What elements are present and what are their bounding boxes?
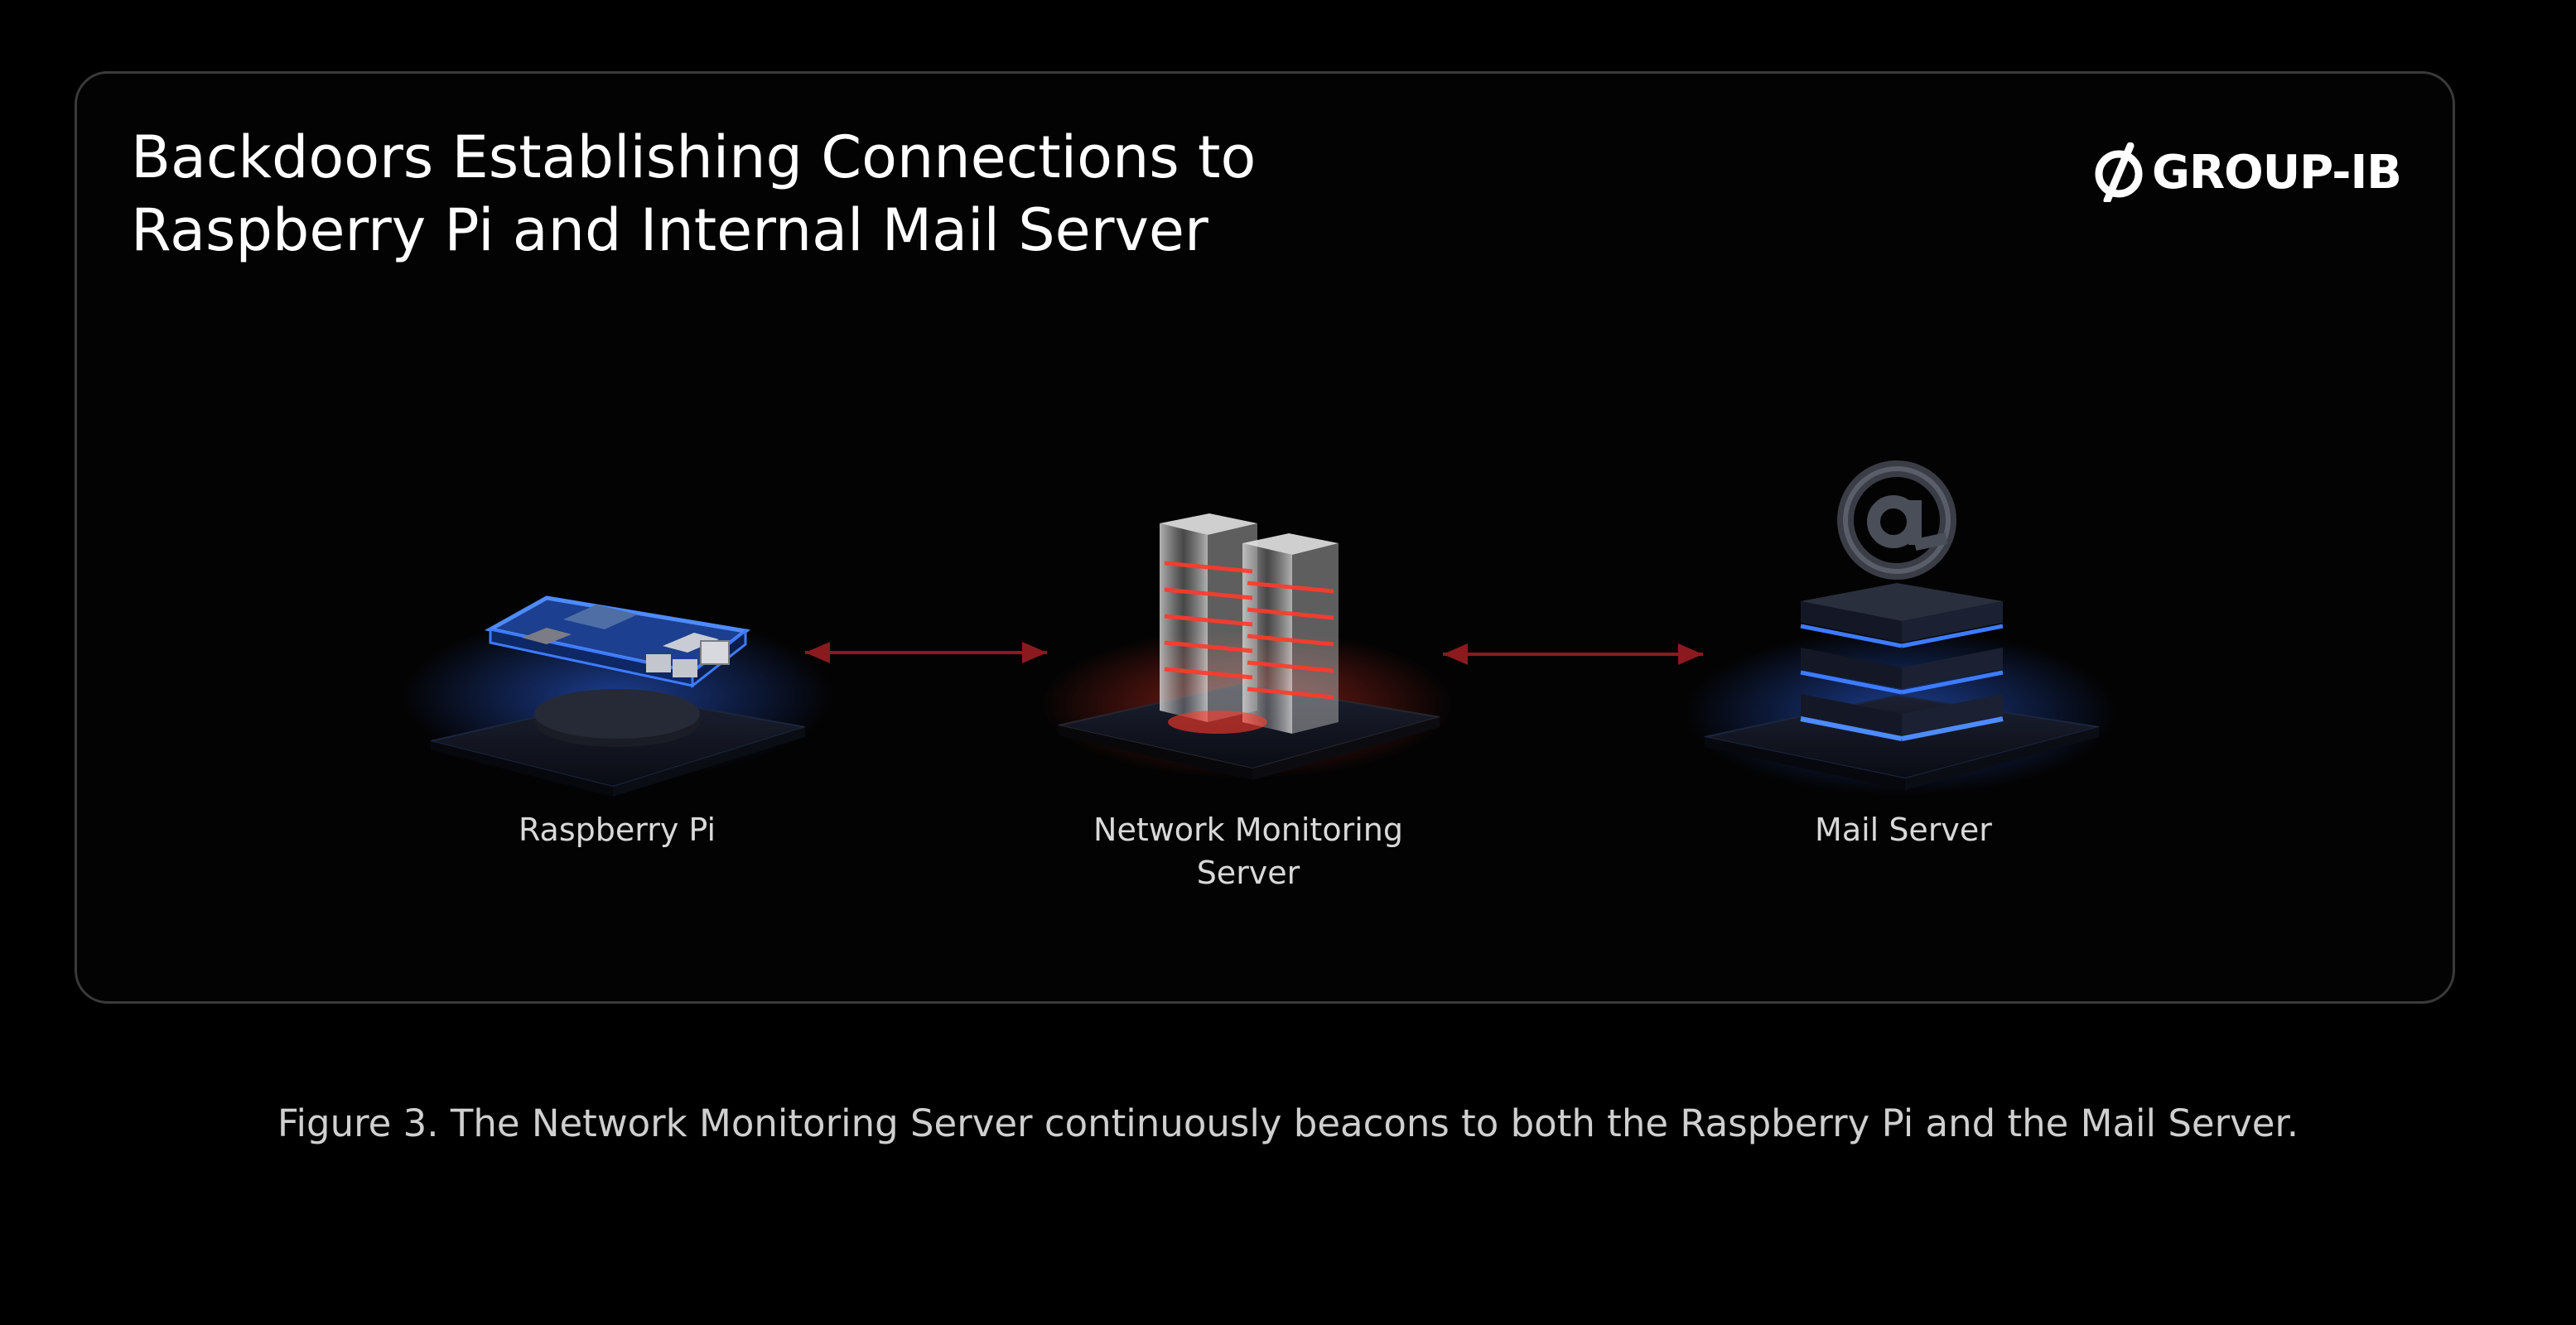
network-monitoring-label-line-2: Server: [1196, 855, 1300, 891]
group-ib-logo: GROUP-IB: [2092, 139, 2402, 205]
network-monitoring-server-label: Network Monitoring Server: [1033, 808, 1464, 894]
title-line-2: Raspberry Pi and Internal Mail Server: [131, 196, 1208, 264]
raspberry-pi-board-icon: [402, 595, 832, 797]
raspberry-pi-label: Raspberry Pi: [518, 812, 716, 848]
network-monitoring-label-line-1: Network Monitoring: [1093, 812, 1403, 848]
title-line-1: Backdoors Establishing Connections to: [131, 123, 1257, 191]
page-title: Backdoors Establishing Connections to Ra…: [131, 121, 1539, 267]
diagram-card: [75, 71, 2455, 1004]
mail-server-stack-icon: [1686, 460, 2116, 795]
mail-server-label: Mail Server: [1815, 812, 1992, 848]
server-towers-icon: [1040, 513, 1454, 780]
logo-text: GROUP-IB: [2152, 145, 2402, 200]
group-ib-logo-icon: [2095, 142, 2143, 202]
figure-caption: Figure 3. The Network Monitoring Server …: [277, 1101, 2299, 1145]
arrow-pi-to-monitor: [805, 642, 1047, 663]
arrow-monitor-to-mail: [1443, 643, 1703, 665]
